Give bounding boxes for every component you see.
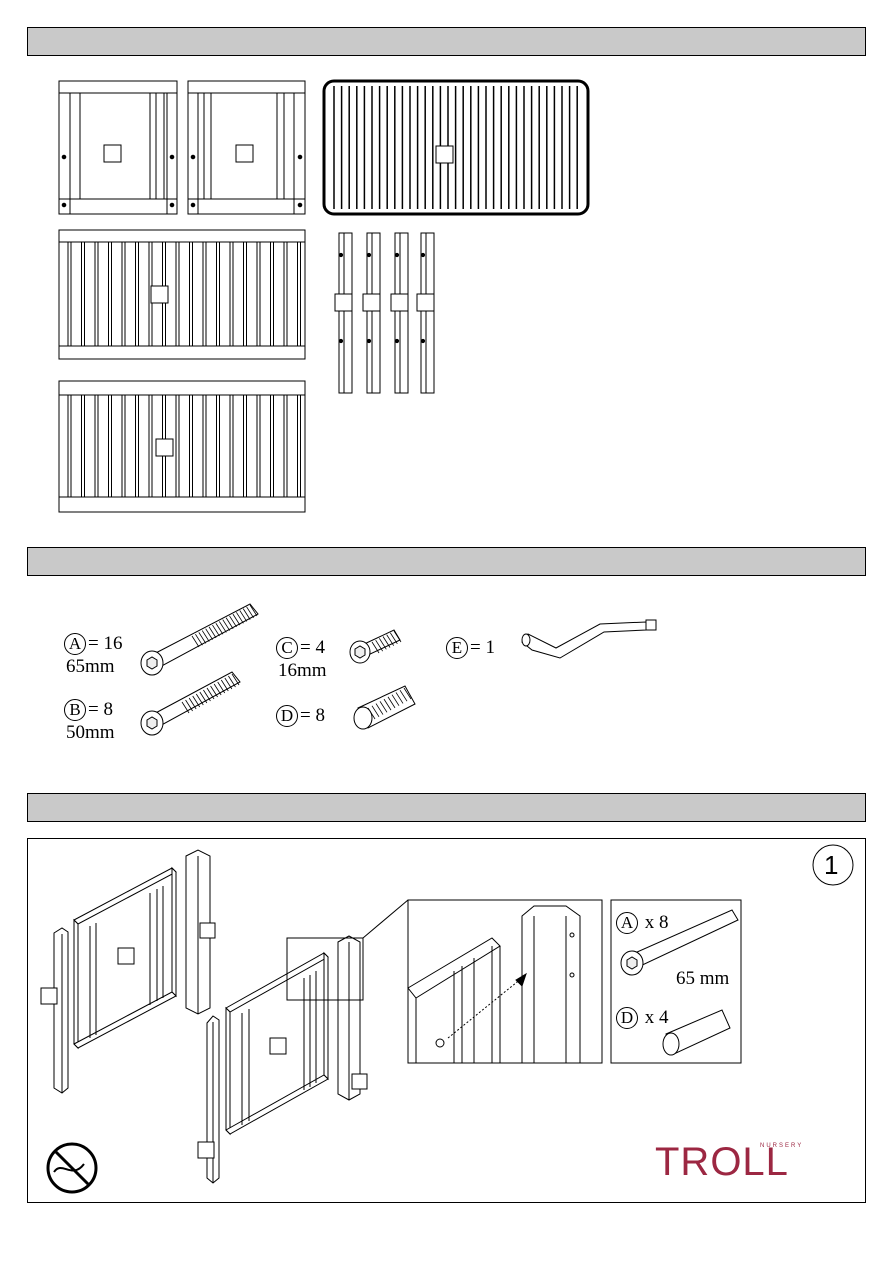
detail-A-label: A x 8	[616, 912, 669, 934]
bolt-B-icon	[140, 671, 241, 736]
assembly-right	[197, 899, 409, 1184]
no-tool-icon	[46, 1142, 98, 1194]
detail-dowel-icon	[662, 1009, 731, 1056]
side-panel-bottom	[58, 380, 306, 513]
dowel-D-icon	[353, 685, 416, 730]
section-bar-panels	[27, 27, 866, 56]
side-panel-top	[58, 229, 306, 360]
panels-diagram	[58, 79, 590, 513]
hardware-drawings	[140, 603, 657, 736]
step-number-circle	[812, 844, 854, 886]
section-bar-hardware	[27, 547, 866, 576]
part-A-size: 65mm	[66, 656, 115, 677]
part-C-size: 16mm	[278, 660, 327, 681]
part-D-label: D= 8	[276, 705, 325, 727]
bolt-C-icon	[349, 629, 402, 664]
part-B-size: 50mm	[66, 722, 115, 743]
step-number: 1	[824, 850, 839, 880]
section-bar-assembly	[27, 793, 866, 822]
brand-logo: TROLL	[655, 1140, 789, 1184]
part-A-label: A= 16	[64, 633, 122, 655]
part-C-label: C= 4	[276, 637, 325, 659]
part-B-label: B= 8	[64, 699, 113, 721]
detail-bolt-icon	[620, 909, 739, 976]
end-panel-left	[58, 80, 178, 215]
brand-tag: NURSERY	[760, 1143, 804, 1149]
bolt-A-icon	[140, 603, 259, 676]
assembly-step-box	[27, 838, 866, 1203]
end-panel-right	[187, 80, 306, 215]
part-E-label: E= 1	[446, 637, 495, 659]
detail-view	[407, 899, 603, 1064]
mattress-base	[322, 79, 590, 216]
allen-key-E-icon	[521, 619, 657, 659]
corner-posts	[334, 232, 435, 394]
assembly-diagram	[40, 849, 742, 1194]
detail-A-size: 65 mm	[676, 968, 730, 989]
assembly-left	[40, 849, 216, 1094]
detail-D-label: D x 4	[616, 1007, 669, 1029]
